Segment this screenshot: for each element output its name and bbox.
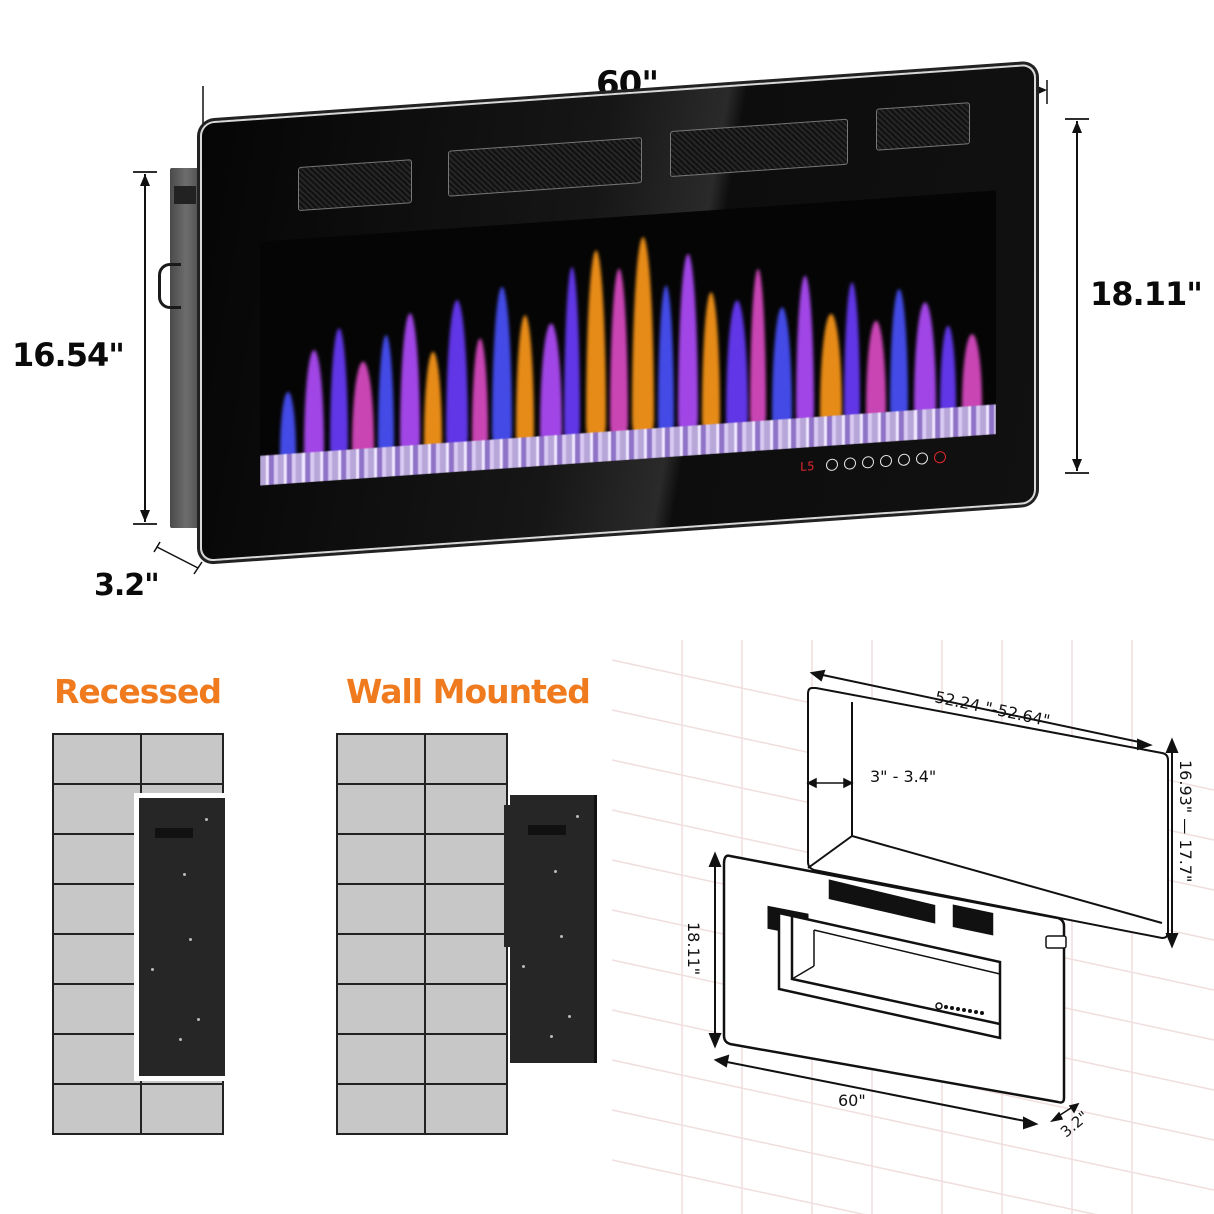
wall-mounted-bracket [504,805,512,947]
side-handle [174,186,196,204]
wall-mounted-fireplace-unit [510,795,597,1063]
unit-control-dots [935,1002,984,1015]
standby-icon[interactable] [934,450,946,464]
unit-height-label: 18.11" [684,922,703,975]
vent-grille-1 [298,159,412,212]
recessed-fireplace-unit [134,793,225,1081]
bulb-icon[interactable] [916,452,928,465]
opening-depth-label: 3" - 3.4" [870,767,936,786]
side-height-arrow [133,171,157,525]
recessed-diagram [52,733,225,1135]
side-height-label: 16.54" [12,336,125,374]
front-height-arrow [1065,118,1089,474]
depth-label: 3.2" [94,568,160,603]
power-cord [158,263,181,309]
flame-icon[interactable] [862,455,874,469]
recess-dimension-diagram: 52.24 "-52.64" 3" - 3.4" 16.93" — 17.7" … [612,640,1214,1214]
recessed-title: Recessed [54,672,222,711]
depth-arrow [153,541,203,575]
power-icon[interactable] [826,458,838,472]
unit-width-arrow [713,1054,1039,1130]
flame-screen [260,190,996,486]
opening-height-arrow [1165,737,1179,949]
opening-depth-arrow [806,777,854,789]
recess-opening [807,687,1169,940]
wall-mounted-title: Wall Mounted [346,672,591,711]
fireplace-front-glass: L5 [200,63,1036,562]
unit-height-arrow [708,851,722,1049]
opening-width-arrow [809,669,1153,751]
brick-wall [336,733,508,1135]
temperature-display: L5 [800,459,815,475]
opening-height-label: 16.93" — 17.7" [1176,760,1195,882]
vent-grille-4 [876,102,970,151]
hourglass-icon[interactable] [898,453,910,467]
unit-width-label: 60" [838,1091,866,1110]
vent-grille-3 [670,118,848,178]
front-height-label: 18.11" [1090,275,1203,313]
timer-icon[interactable] [844,457,856,470]
unit-depth-arrow [1049,1102,1080,1123]
fan-icon[interactable] [880,454,892,468]
vent-grille-2 [448,137,642,197]
wall-mounted-diagram [336,733,597,1135]
control-panel: L5 [800,447,960,478]
